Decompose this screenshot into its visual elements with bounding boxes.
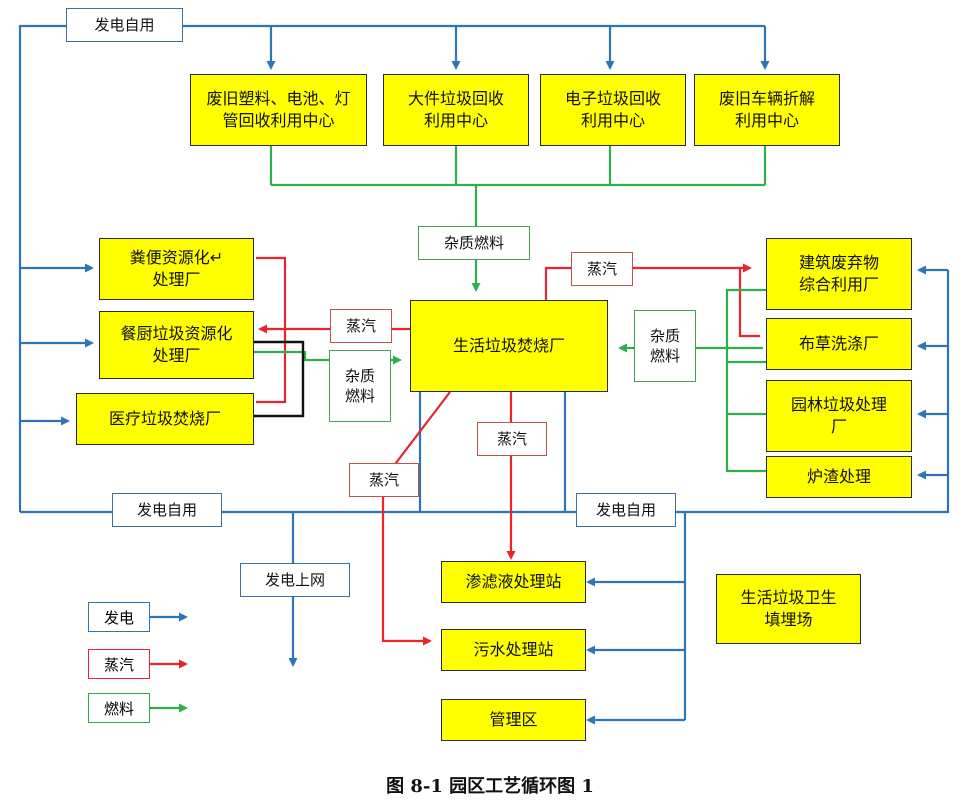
kitchen-waste-plant: 餐厨垃圾资源化 处理厂 xyxy=(99,311,254,379)
bulky-waste-recycling-center: 大件垃圾回收 利用中心 xyxy=(383,74,529,146)
label-power-self-mid-left: 发电自用 xyxy=(112,493,222,527)
black-line xyxy=(254,340,305,418)
legend-steam: 蒸汽 xyxy=(88,649,150,679)
label-fuel-left: 杂质 燃料 xyxy=(329,350,391,422)
e-waste-recycling-center: 电子垃圾回收 利用中心 xyxy=(540,74,686,146)
msw-incineration-plant: 生活垃圾焚烧厂 xyxy=(410,300,608,392)
power-lines xyxy=(18,24,950,725)
figure-caption: 图 8-1 园区工艺循环图 1 xyxy=(386,776,594,797)
cloth-washing-plant: 布草洗涤厂 xyxy=(766,318,912,370)
slag-treatment: 炉渣处理 xyxy=(766,456,912,498)
manure-resource-plant: 粪便资源化↵ 处理厂 xyxy=(99,238,254,300)
label-fuel-right: 杂质 燃料 xyxy=(634,310,696,382)
leachate-treatment-station: 渗滤液处理站 xyxy=(441,561,586,603)
label-power-grid: 发电上网 xyxy=(240,563,350,597)
construction-waste-plant: 建筑废弃物 综合利用厂 xyxy=(766,238,912,310)
label-power-self-mid-right: 发电自用 xyxy=(576,493,676,527)
label-steam-left: 蒸汽 xyxy=(330,309,392,343)
plastic-battery-recycling-center: 废旧塑料、电池、灯 管回收利用中心 xyxy=(190,74,367,146)
label-steam-topright: 蒸汽 xyxy=(571,252,633,286)
medical-waste-incineration-plant: 医疗垃圾焚烧厂 xyxy=(76,393,254,445)
management-area: 管理区 xyxy=(441,699,586,741)
sanitary-landfill: 生活垃圾卫生 填埋场 xyxy=(716,574,861,644)
legend-power: 发电 xyxy=(88,602,150,632)
legend-fuel: 燃料 xyxy=(88,693,150,723)
label-fuel-top: 杂质燃料 xyxy=(418,226,530,260)
sewage-treatment-station: 污水处理站 xyxy=(441,629,586,671)
garden-waste-plant: 园林垃圾处理 厂 xyxy=(766,380,912,452)
label-steam-mid: 蒸汽 xyxy=(477,422,547,456)
label-power-self-top: 发电自用 xyxy=(66,8,183,42)
vehicle-dismantling-center: 废旧车辆折解 利用中心 xyxy=(694,74,840,146)
label-steam-lower: 蒸汽 xyxy=(349,463,419,497)
